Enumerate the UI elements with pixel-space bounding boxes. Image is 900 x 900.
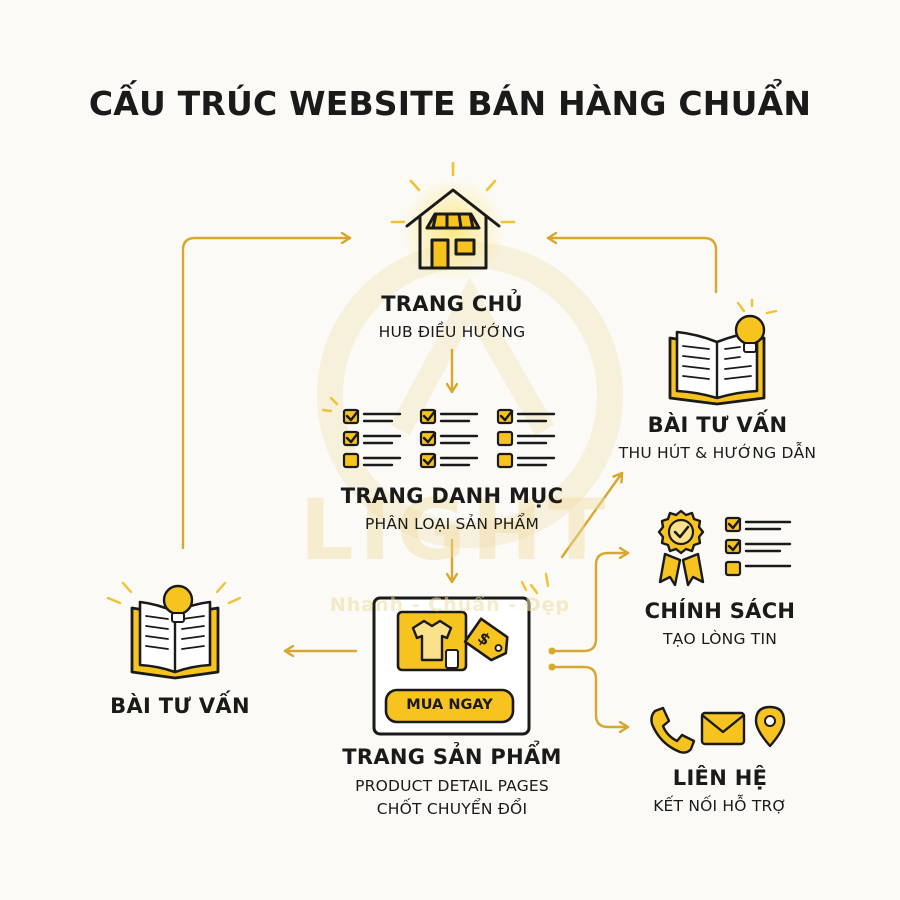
open-book-lightbulb-icon (106, 581, 242, 680)
arrow-product-to-policy (550, 553, 630, 653)
buy-now-button-shape[interactable] (384, 688, 515, 724)
policy-label: CHÍNH SÁCH (644, 599, 796, 623)
watermark-brand: LIGHT (300, 481, 612, 579)
buy-now-button[interactable]: MUA NGAY (406, 697, 493, 713)
category-label: TRANG DANH MỤC (340, 484, 564, 508)
location-pin-icon (754, 705, 786, 748)
policy-sub: TẠO LÒNG TIN (662, 630, 778, 648)
blog-right-sub: THU HÚT & HƯỚNG DẪN (618, 444, 817, 462)
home-sub: HUB ĐIỀU HƯỚNG (378, 323, 526, 341)
product-card-icon: $ (372, 572, 550, 736)
connectors (181, 238, 718, 727)
blog-left-label: BÀI TƯ VẤN (110, 694, 250, 718)
page-title: CẤU TRÚC WEBSITE BÁN HÀNG CHUẨN (88, 84, 812, 123)
watermark-slogan: Nhanh - Chuẩn - Đẹp (329, 594, 571, 616)
mail-icon (700, 711, 746, 746)
product-sub-2: CHỐT CHUYỂN ĐỔI (376, 800, 528, 818)
phone-icon (650, 706, 696, 754)
open-book-lightbulb-icon (668, 298, 778, 406)
home-label: TRANG CHỦ (381, 292, 523, 316)
arrow-blog-left-to-home (181, 238, 352, 550)
arrow-product-to-blog-right (560, 471, 624, 559)
arrow-product-to-contact (550, 665, 630, 727)
product-sub-1: PRODUCT DETAIL PAGES (355, 777, 549, 795)
contact-label: LIÊN HỆ (672, 766, 768, 790)
store-house-icon (390, 161, 516, 282)
award-badge-checklist-icon (657, 509, 792, 587)
arrow-blog-right-to-home (546, 238, 718, 294)
blog-right-label: BÀI TƯ VẤN (647, 413, 788, 437)
shirt-price-tag-icon: $ (396, 610, 509, 672)
contact-sub: KẾT NỐI HỖ TRỢ (653, 797, 787, 815)
product-label: TRANG SẢN PHẨM (342, 745, 562, 769)
category-sub: PHÂN LOẠI SẢN PHẨM (364, 515, 540, 533)
checklist-icon (321, 396, 556, 469)
